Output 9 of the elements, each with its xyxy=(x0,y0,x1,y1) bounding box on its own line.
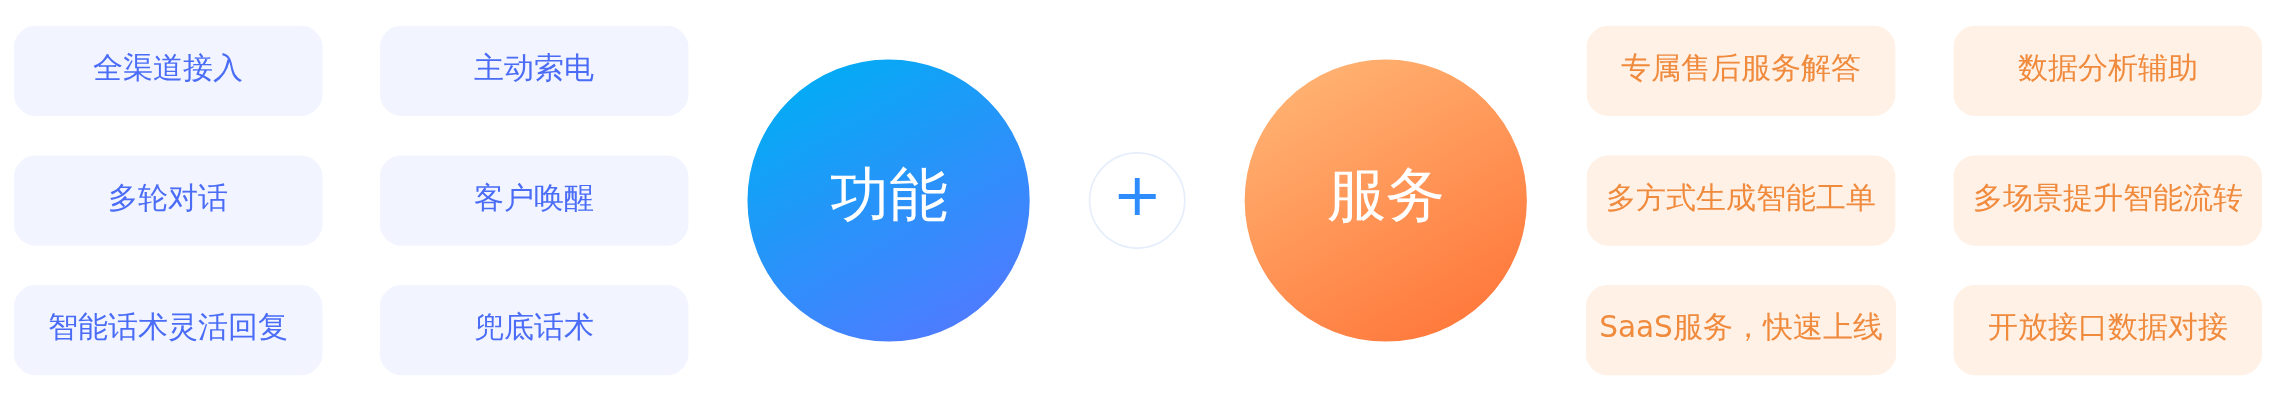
node-circle: 功能 xyxy=(745,57,1032,343)
node-box: 开放接口数据对接 xyxy=(1953,284,2262,375)
node-box: 专属售后服务解答 xyxy=(1586,25,1896,116)
node-box: 多方式生成智能工单 xyxy=(1586,154,1896,246)
node-box: 数据分析辅助 xyxy=(1953,25,2262,116)
node-box: SaaS服务，快速上线 xyxy=(1585,284,1897,375)
node-box: 多场景提升智能流转 xyxy=(1953,154,2262,246)
node-circle: + xyxy=(1088,151,1186,249)
node-circle: 服务 xyxy=(1243,57,1529,343)
